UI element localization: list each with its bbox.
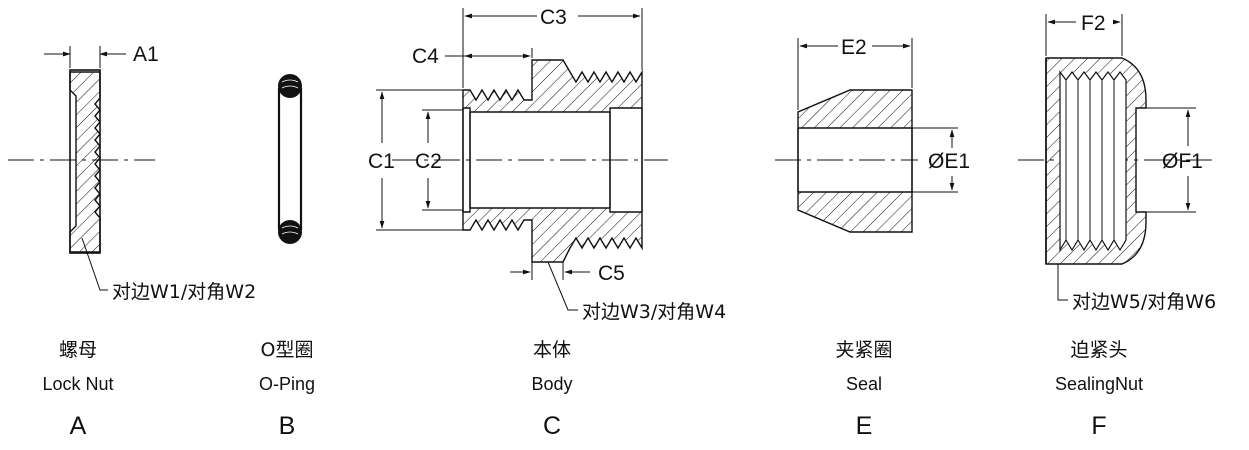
label-c-en: Body bbox=[531, 374, 572, 394]
label-a-en: Lock Nut bbox=[42, 374, 113, 394]
label-f-en: SealingNut bbox=[1055, 374, 1143, 394]
dim-c2-label: C2 bbox=[415, 150, 442, 173]
label-b-en: O-Ping bbox=[259, 374, 315, 394]
dim-c4-label: C4 bbox=[412, 45, 439, 68]
body-drawing: C1 C2 C3 C4 C5 对边W3/对角W4 bbox=[368, 6, 726, 323]
sealing-nut-drawing: F2 ØF1 对边W5/对角W6 bbox=[1018, 12, 1216, 313]
dim-c5-label: C5 bbox=[598, 262, 625, 285]
label-e-en: Seal bbox=[846, 374, 882, 394]
label-a-letter: A bbox=[70, 412, 87, 440]
label-f-letter: F bbox=[1091, 412, 1106, 440]
seal-drawing: E2 ØE1 bbox=[775, 36, 970, 233]
dim-a1-label: A1 bbox=[133, 43, 159, 66]
label-e-letter: E bbox=[856, 412, 873, 440]
dim-c3-label: C3 bbox=[540, 6, 567, 29]
label-b-letter: B bbox=[279, 412, 296, 440]
dim-f2-label: F2 bbox=[1081, 12, 1106, 35]
label-f-cn: 迫紧头 bbox=[1070, 339, 1127, 361]
callout-c-text: 对边W3/对角W4 bbox=[582, 301, 726, 323]
dim-e2-label: E2 bbox=[841, 36, 867, 59]
label-a-cn: 螺母 bbox=[59, 339, 97, 361]
label-c-letter: C bbox=[543, 412, 561, 440]
label-c-cn: 本体 bbox=[533, 339, 571, 361]
component-labels: 螺母 Lock Nut A O型圈 O-Ping B 本体 Body C 夹紧圈… bbox=[42, 339, 1143, 440]
callout-a-text: 对边W1/对角W2 bbox=[112, 281, 256, 303]
dim-c1-label: C1 bbox=[368, 150, 395, 173]
label-e-cn: 夹紧圈 bbox=[835, 339, 892, 361]
callout-f-text: 对边W5/对角W6 bbox=[1072, 291, 1216, 313]
dim-f1-label: ØF1 bbox=[1162, 150, 1203, 173]
dim-e1-label: ØE1 bbox=[928, 150, 970, 173]
lock-nut-drawing: A1 对边W1/对角W2 bbox=[8, 43, 256, 303]
label-b-cn: O型圈 bbox=[261, 339, 314, 361]
o-ring-drawing bbox=[277, 74, 303, 244]
